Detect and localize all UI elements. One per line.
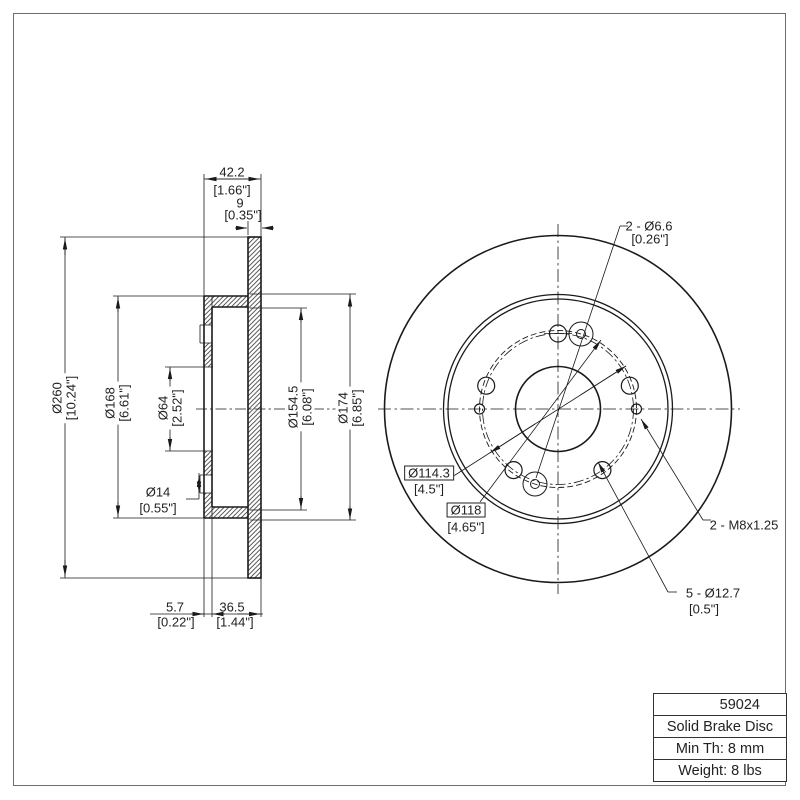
label-aux-circle-mm: Ø118 [446, 502, 486, 518]
title-block-part-number: 59024 [719, 696, 760, 713]
dim-outer-diameter: Ø260 [10.24"] [49, 372, 79, 424]
dim-disc-thickness-in: [0.35"] [224, 207, 262, 223]
thread-holes [473, 403, 643, 415]
title-block-product-type: Solid Brake Disc [654, 715, 786, 737]
dim-flange-thickness-in: [0.22"] [157, 614, 195, 630]
pin-holes [522, 321, 594, 497]
dim-hat-depth-in: [1.44"] [216, 614, 254, 630]
dim-bolt-hole-in: [0.55"] [139, 500, 177, 516]
dim-flange-thickness-mm: 5.7 [165, 599, 185, 615]
dim-center-bore: Ø64 [2.52"] [155, 386, 185, 430]
front-view [378, 224, 740, 594]
label-pin-holes-in: [0.26"] [631, 231, 669, 247]
label-thread-spec: 2 - M8x1.25 [709, 517, 779, 533]
label-bolt-circle-mm: Ø114.3 [404, 465, 454, 481]
title-block-weight: Weight: 8 lbs [654, 759, 786, 781]
title-block: 59024 Solid Brake Disc Min Th: 8 mm Weig… [653, 693, 787, 782]
label-lug-holes-in: [0.5"] [689, 601, 719, 617]
dim-hat-depth-mm: 36.5 [219, 599, 245, 615]
label-bolt-circle-in: [4.5"] [414, 481, 444, 497]
lug-holes [477, 324, 639, 480]
dim-overall-width-mm: 42.2 [219, 164, 245, 180]
label-pin-holes-mm: 2 - Ø6.6 [625, 218, 673, 234]
label-lug-holes-mm: 5 - Ø12.7 [685, 585, 741, 601]
dim-hat-diameter: Ø174 [6.85"] [335, 386, 365, 430]
dim-overall-width-in: [1.66"] [213, 182, 251, 198]
title-block-min-thickness: Min Th: 8 mm [654, 737, 786, 759]
dim-inner-diameter: Ø154.5 [6.08"] [285, 382, 315, 432]
dim-disc-thickness-mm: 9 [236, 195, 244, 211]
dim-flange-diameter: Ø168 [6.61"] [102, 381, 132, 425]
dim-bolt-hole-mm: Ø14 [145, 484, 171, 500]
page-border [13, 13, 786, 786]
label-aux-circle-in: [4.65"] [447, 519, 485, 535]
